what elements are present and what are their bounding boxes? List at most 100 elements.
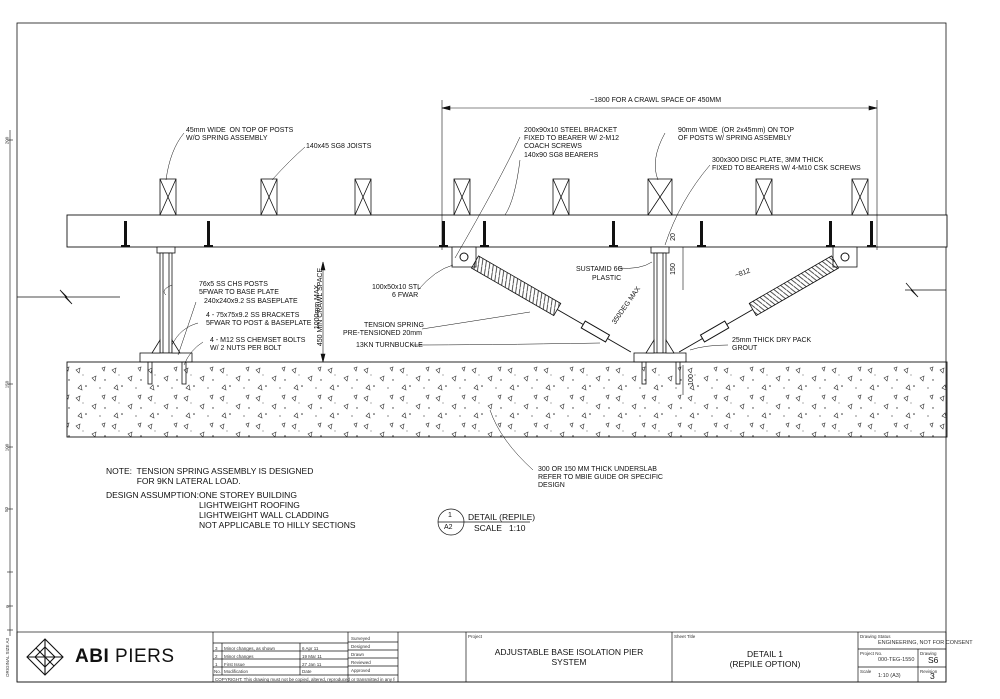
original-size-text: ORIGINAL SIZE A3 — [5, 637, 11, 678]
label-chs-posts-1: 76x5 SS CHS POSTS — [199, 281, 268, 288]
status-value: ENGINEERING, NOT FOR CONSENT — [878, 640, 973, 646]
dimension-100: 100 — [687, 374, 695, 386]
concrete-slab — [66, 361, 948, 438]
label-chs-posts-2: 5FWAR TO BASE PLATE — [199, 289, 279, 296]
label-grout-1: 25mm THICK DRY PACK — [732, 337, 812, 344]
project-title-2: SYSTEM — [551, 657, 587, 667]
label-sustamid-2: PLASTIC — [592, 275, 622, 282]
rev-date-3: 6 Apr 11 — [302, 646, 319, 651]
assumption-2: LIGHTWEIGHT ROOFING — [199, 500, 300, 510]
detail-sheet: A2 — [444, 524, 453, 531]
note-line-1: NOTE: TENSION SPRING ASSEMBLY IS DESIGNE… — [106, 466, 314, 476]
leader-lines — [163, 132, 729, 471]
sheet-title-label: Sheet Title — [674, 634, 696, 639]
rev-desc-2: Minor changes — [224, 654, 254, 659]
rev-date-1: 27 Jan 11 — [302, 662, 322, 667]
label-sustamid-1: SUSTAMID 6G — [576, 266, 623, 273]
label-bracket-1: 200x90x10 STEEL BRACKET — [524, 127, 618, 134]
abi-logo-icon — [26, 638, 64, 676]
project-title-1: ADJUSTABLE BASE ISOLATION PIER — [494, 647, 644, 657]
drawing-label: Drawing — [920, 651, 937, 656]
label-tension-spring-2: PRE-TENSIONED 20mm — [343, 330, 422, 337]
sheet-title-1: DETAIL 1 — [747, 649, 783, 659]
margin-scale — [7, 130, 13, 636]
company-logo-text: ABI PIERS — [75, 646, 175, 667]
label-posts-45-1: 45mm WIDE ON TOP OF POSTS — [186, 127, 294, 134]
rev-header-no: No. — [214, 669, 222, 674]
label-bearers: 140x90 SG8 BEARERS — [524, 152, 599, 159]
margin-mark-50: 50 — [4, 506, 10, 513]
label-stl-2: 6 FWAR — [392, 292, 419, 299]
sign-surveyed: Surveyed — [351, 636, 371, 641]
label-turnbuckle: 13KN TURNBUCKLE — [356, 342, 423, 349]
assumption-1: ONE STOREY BUILDING — [199, 490, 297, 500]
crawl-space-dimension-2: 1000mm MAX — [314, 284, 322, 330]
project-label: Project — [468, 634, 483, 639]
label-underslab-2: REFER TO MBIE GUIDE OR SPECIFIC — [538, 474, 663, 481]
rev-no-1: 1 — [215, 662, 218, 667]
revision-label: Revision — [920, 669, 938, 674]
scale-value: 1:10 (A3) — [878, 673, 901, 679]
joists — [159, 178, 869, 216]
rev-header-date: Date — [302, 669, 312, 674]
margin-mark-100: 100 — [4, 443, 10, 452]
label-stl-1: 100x50x10 STL — [372, 284, 422, 291]
crawl-dimension — [320, 247, 684, 395]
status-label: Drawing Status — [860, 634, 891, 639]
right-spring — [678, 255, 840, 353]
dimension-line-top — [441, 100, 878, 250]
dimension-150: 150 — [669, 263, 677, 275]
left-spring — [470, 255, 632, 353]
label-underslab-3: DESIGN — [538, 482, 565, 489]
detail-title: DETAIL (REPILE) — [468, 512, 536, 522]
label-tension-spring-1: TENSION SPRING — [364, 322, 424, 329]
screws — [121, 221, 876, 247]
sheet-title-2: (REPILE OPTION) — [729, 659, 801, 669]
detail-number: 1 — [448, 512, 452, 519]
rev-no-2: 2 — [215, 654, 218, 659]
label-bracket-2: FIXED TO BEARER W/ 2-M12 — [524, 135, 620, 142]
rev-desc-1: First Issue — [224, 662, 245, 667]
margin-mark-200: 200 — [4, 136, 10, 145]
design-assumption-label: DESIGN ASSUMPTION: — [106, 490, 200, 500]
label-baseplate: 240x240x9.2 SS BASEPLATE — [204, 298, 298, 305]
label-chemset-1: 4 - M12 SS CHEMSET BOLTS — [210, 337, 306, 344]
sign-approved: Approved — [351, 668, 371, 673]
sign-drawn: Drawn — [351, 652, 365, 657]
scale-label: Scale — [860, 669, 872, 674]
label-chemset-2: W/ 2 NUTS PER BOLT — [210, 345, 282, 352]
project-no-value: 000-TEG-1550 — [878, 657, 915, 663]
assumption-4: NOT APPLICABLE TO HILLY SECTIONS — [199, 520, 356, 530]
label-posts-45-2: W/O SPRING ASSEMBLY — [186, 135, 268, 142]
drawing-number: S6 — [928, 655, 939, 665]
label-bracket-3: COACH SCREWS — [524, 143, 582, 150]
assumption-3: LIGHTWEIGHT WALL CLADDING — [199, 510, 330, 520]
label-underslab-1: 300 OR 150 MM THICK UNDERSLAB — [538, 466, 657, 473]
copyright-text: COPYRIGHT: This drawing must not be copi… — [215, 677, 395, 682]
title-block-frame — [16, 631, 947, 683]
detail-tag — [437, 508, 530, 536]
project-no-label: Project No. — [860, 651, 883, 656]
dimension-20: 20 — [669, 233, 677, 241]
label-disc-plate-2: FIXED TO BEARERS W/ 4-M10 CSK SCREWS — [712, 165, 861, 172]
label-ss-brackets-1: 4 - 75x75x9.2 SS BRACKETS — [206, 312, 300, 319]
label-posts-90-2: OF POSTS W/ SPRING ASSEMBLY — [678, 135, 792, 142]
note-line-2: FOR 9KN LATERAL LOAD. — [106, 476, 241, 486]
label-posts-90-1: 90mm WIDE (OR 2x45mm) ON TOP — [678, 127, 795, 134]
label-disc-plate-1: 300x300 DISC PLATE, 3MM THICK — [712, 157, 824, 164]
detail-scale: SCALE 1:10 — [474, 523, 526, 533]
revision-value: 3 — [930, 671, 935, 681]
joist-band — [66, 214, 948, 248]
label-grout-2: GROUT — [732, 345, 758, 352]
label-ss-brackets-2: 5FWAR TO POST & BASEPLATE — [206, 320, 312, 327]
rev-date-2: 19 Mar 11 — [302, 654, 322, 659]
margin-mark-150: 150 — [4, 380, 10, 389]
margin-mark-0: 0 — [4, 605, 10, 608]
sign-reviewed: Reviewed — [351, 660, 371, 665]
dimension-top-text: ~1800 FOR A CRAWL SPACE OF 450MM — [590, 97, 722, 104]
rev-header-desc: Modification — [224, 669, 249, 674]
rev-desc-3: Minor changes, as shown — [224, 646, 276, 651]
rev-no-3: 3 — [215, 646, 218, 651]
